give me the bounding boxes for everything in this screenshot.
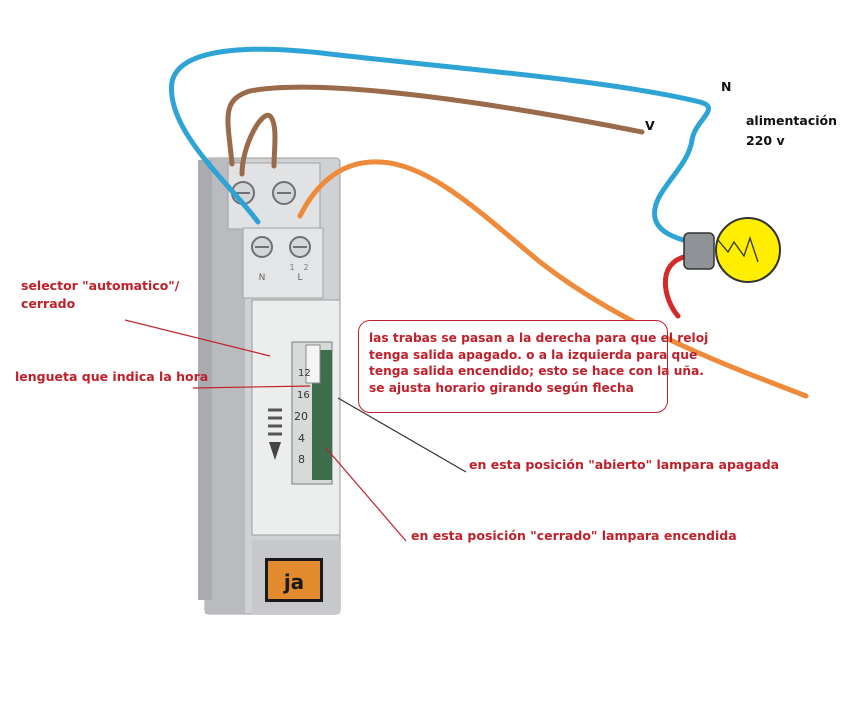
- terminal-label-n: N: [259, 273, 266, 283]
- terminal-label-2: 2: [303, 263, 308, 272]
- load-wire: [297, 159, 809, 399]
- abierto-callout-line: [337, 397, 467, 473]
- neutral-label: N: [721, 79, 732, 94]
- abierto-label: en esta posición "abierto" lampara apaga…: [469, 457, 780, 472]
- dial-number-12: 12: [298, 368, 311, 379]
- dial-number-20: 20: [294, 410, 308, 423]
- supply-label-line2: 220 v: [746, 133, 785, 148]
- instructions-note: las trabas se pasan a la derecha para qu…: [358, 320, 709, 413]
- note-line: las trabas se pasan a la derecha para qu…: [369, 331, 709, 345]
- neutral-wire: [169, 46, 711, 245]
- lamp-wire: [662, 253, 691, 319]
- lamp-bulb: [683, 217, 781, 283]
- selector-label-line1: selector "automatico"/: [21, 278, 180, 293]
- dial-number-4: 4: [298, 432, 305, 445]
- terminal-label-l: L: [297, 273, 302, 283]
- selector-callout-line: [124, 319, 271, 357]
- phase-wire: [225, 84, 645, 167]
- terminal-label-1: 1: [289, 263, 294, 272]
- device-brand-text: ja: [283, 570, 304, 594]
- cerrado-label: en esta posición "cerrado" lampara encen…: [411, 528, 737, 543]
- dial-number-8: 8: [298, 453, 305, 466]
- selector-label-line2: cerrado: [21, 296, 76, 311]
- terminal-jumper-wire: [239, 112, 278, 177]
- lengueta-label: lengueta que indica la hora: [15, 369, 209, 384]
- cerrado-callout-line: [325, 447, 407, 542]
- lengueta-callout-line: [192, 385, 311, 389]
- phase-label: V: [645, 118, 655, 133]
- note-line: tenga salida encendido; esto se hace con…: [369, 364, 704, 378]
- dial-number-16: 16: [297, 390, 310, 401]
- note-line: tenga salida apagado. o a la izquierda p…: [369, 347, 698, 362]
- supply-label-line1: alimentación: [746, 113, 837, 128]
- din-timer-device: [198, 157, 341, 615]
- note-line: se ajusta horario girando según flecha: [369, 380, 634, 395]
